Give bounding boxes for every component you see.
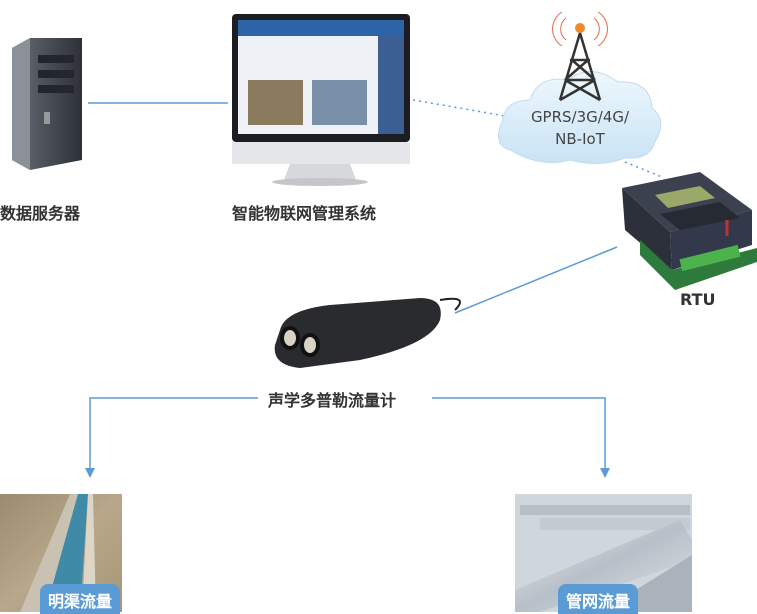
pipe-network-badge: 管网流量 [558,584,639,614]
open-channel-badge: 明渠流量 [40,584,121,614]
branch-right [432,397,610,478]
system-label: 智能物联网管理系统 [232,204,377,223]
doppler-sensor-icon [274,297,461,368]
rtu-sensor-link [454,246,618,314]
network-label: GPRS/3G/4G/ NB-IoT [520,106,640,150]
network-label-line1: GPRS/3G/4G/ [530,108,630,126]
monitor-icon [232,14,410,186]
rtu-device-icon [622,172,757,290]
server-label: 数据服务器 [0,204,81,223]
sensor-label: 声学多普勒流量计 [268,391,397,410]
rtu-label: RTU [680,290,716,309]
network-rtu-link [624,161,663,178]
tower-icon [552,11,608,102]
server-icon [12,38,82,170]
system-network-link [412,99,506,117]
branch-left [85,397,258,478]
network-label-line2: NB-IoT [555,130,605,148]
cloud-icon [497,71,662,164]
